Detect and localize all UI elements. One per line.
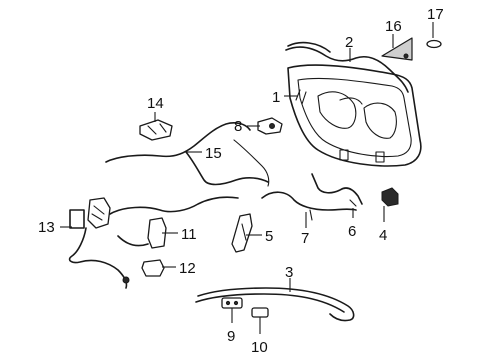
callout-12: 12 [179, 260, 196, 277]
striker [257, 117, 283, 135]
callout-6: 6 [348, 223, 356, 240]
callout-14: 14 [147, 95, 164, 112]
callout-3: 3 [285, 264, 293, 281]
release-cable [105, 122, 270, 187]
mounting-plate [221, 297, 243, 309]
callout-10: 10 [251, 339, 268, 356]
callout-11: 11 [181, 226, 197, 243]
callout-17: 17 [427, 6, 444, 23]
callout-8: 8 [234, 118, 242, 135]
callout-2: 2 [345, 34, 353, 51]
hinge-bracket [139, 119, 173, 141]
callout-15: 15 [205, 145, 222, 162]
callout-5: 5 [265, 228, 273, 245]
cable-bracket [261, 191, 357, 221]
callout-13: 13 [38, 219, 55, 236]
oval-badge [426, 39, 442, 49]
lower-seal-strip [195, 287, 355, 322]
actuator-link [231, 213, 253, 253]
latch-switch [141, 259, 165, 277]
callout-7: 7 [301, 230, 309, 247]
callout-9: 9 [227, 328, 235, 345]
lid-weatherstrip [285, 41, 409, 93]
callout-16: 16 [385, 18, 402, 35]
bump-stop [381, 187, 399, 207]
handle-bracket [117, 217, 167, 249]
callout-1: 1 [272, 89, 280, 106]
support-clip [311, 173, 363, 207]
emblem-plate [381, 37, 413, 61]
latch-assembly [68, 196, 239, 289]
trunk-lid-panel [287, 64, 422, 167]
rubber-pad [251, 307, 269, 318]
callout-4: 4 [379, 227, 387, 244]
